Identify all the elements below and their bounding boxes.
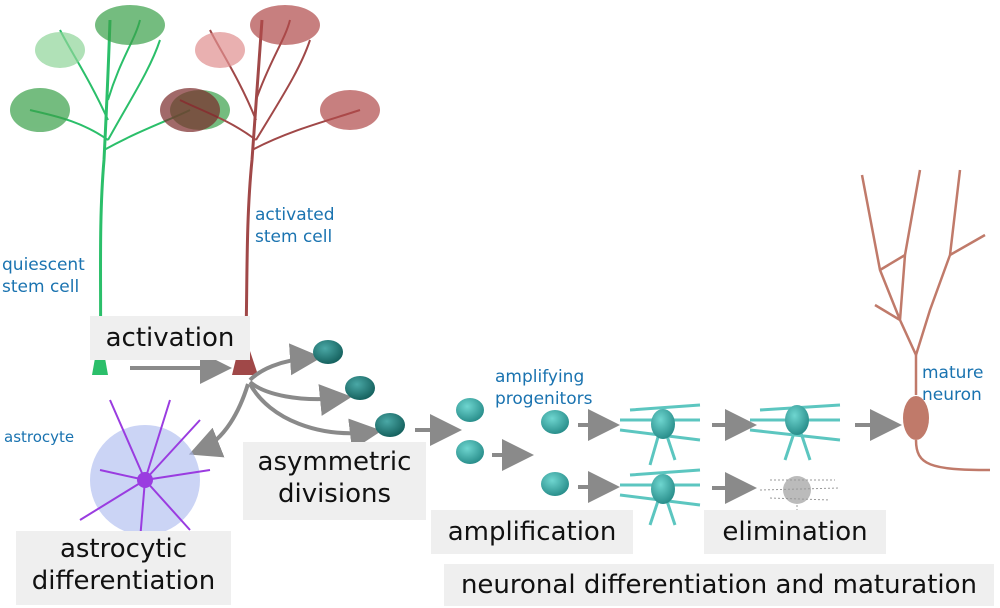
stage-elimination: elimination <box>704 510 886 554</box>
eliminated-cell <box>759 476 841 530</box>
astrocyte-cell <box>79 399 211 541</box>
mature-neuron <box>860 169 991 472</box>
activated-stem-cell <box>160 5 380 375</box>
stage-activation: activation <box>90 316 250 360</box>
astrocyte-label: astrocyte <box>4 428 75 446</box>
stage-amplification: amplification <box>431 510 633 554</box>
stage-neuronal-differentiation: neuronal differentiation and maturation <box>444 564 994 606</box>
